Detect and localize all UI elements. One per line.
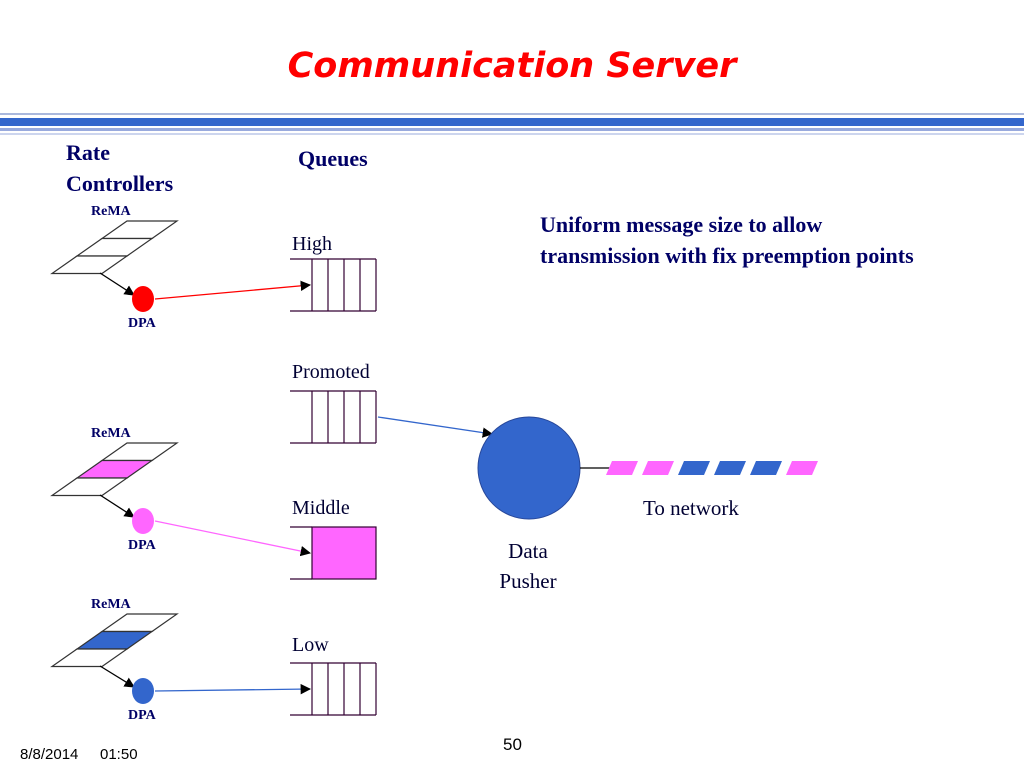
rema-slot bbox=[75, 630, 154, 650]
header-bar bbox=[0, 118, 1024, 126]
dpa-node bbox=[132, 678, 154, 704]
header-bar-stripe bbox=[0, 128, 1024, 131]
queues-label: Queues bbox=[298, 146, 368, 171]
rema-slot bbox=[100, 613, 179, 633]
queue-to-pusher-arrow bbox=[377, 416, 494, 438]
rema-label: ReMA bbox=[91, 597, 131, 612]
data-pusher-node bbox=[477, 416, 581, 520]
rate-controllers-label-1: Rate bbox=[66, 140, 110, 165]
network-packet bbox=[714, 461, 746, 475]
dpa-to-queue-arrow bbox=[154, 280, 312, 300]
data-pusher-label-1: Data bbox=[508, 539, 548, 563]
queue-label-promoted: Promoted bbox=[292, 361, 370, 383]
dpa-label: DPA bbox=[128, 538, 156, 553]
dpa-node bbox=[132, 508, 154, 534]
queue-fill bbox=[311, 526, 377, 580]
header-bar-stripe bbox=[0, 133, 1024, 135]
network-packet bbox=[786, 461, 818, 475]
data-pusher-label-2: Pusher bbox=[499, 569, 557, 593]
rema-slot bbox=[50, 255, 129, 275]
rema-to-dpa-arrow bbox=[99, 272, 135, 296]
note-line-2: transmission with fix preemption points bbox=[540, 243, 914, 268]
rema-label: ReMA bbox=[91, 204, 131, 219]
header-bar-stripe bbox=[0, 113, 1024, 115]
network-packet bbox=[678, 461, 710, 475]
page-number: 50 bbox=[503, 735, 522, 754]
rema-slot bbox=[50, 477, 129, 497]
rema-slot bbox=[75, 237, 154, 257]
slide-title: Communication Server bbox=[287, 46, 737, 86]
footer-date: 8/8/2014 bbox=[20, 746, 79, 763]
rema-slot bbox=[75, 459, 154, 479]
dpa-label: DPA bbox=[128, 708, 156, 723]
network-packet bbox=[642, 461, 674, 475]
to-network-label: To network bbox=[643, 496, 739, 520]
queue-label-low: Low bbox=[292, 634, 329, 656]
rema-to-dpa-arrow bbox=[99, 665, 135, 688]
network-packet bbox=[606, 461, 638, 475]
rema-to-dpa-arrow bbox=[99, 494, 135, 518]
network-packet bbox=[750, 461, 782, 475]
dpa-to-queue-arrow bbox=[154, 520, 312, 557]
dpa-node bbox=[132, 286, 154, 312]
queue-label-middle: Middle bbox=[292, 497, 350, 519]
footer-time: 01:50 bbox=[100, 746, 138, 763]
rema-slot bbox=[50, 648, 129, 668]
rate-controllers-label-2: Controllers bbox=[66, 171, 174, 196]
note-line-1: Uniform message size to allow bbox=[540, 212, 823, 237]
rema-slot bbox=[100, 442, 179, 462]
queue-label-high: High bbox=[292, 233, 332, 255]
rema-slot bbox=[100, 220, 179, 240]
dpa-label: DPA bbox=[128, 316, 156, 331]
rema-label: ReMA bbox=[91, 426, 131, 441]
dpa-to-queue-arrow bbox=[154, 683, 312, 695]
